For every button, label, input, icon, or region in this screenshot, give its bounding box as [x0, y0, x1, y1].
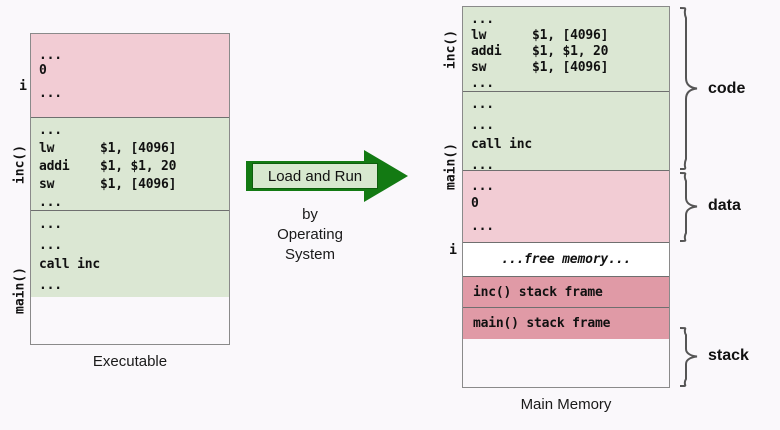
memory-label-inc: inc()	[443, 29, 459, 70]
code-line: addi $1, $1, 20	[39, 159, 177, 174]
executable-label-main: main()	[12, 267, 28, 314]
brace-code-label: code	[708, 80, 746, 97]
brace-stack: stack	[676, 326, 749, 388]
memory-label-i: i	[449, 243, 457, 258]
brace-stack-label: stack	[708, 347, 749, 364]
stack-frame-label: main() stack frame	[473, 316, 611, 331]
brace-stack-shape	[679, 327, 698, 387]
executable-segment-inc: ... lw $1, [4096] addi $1, $1, 20 sw $1,…	[31, 118, 229, 211]
brace-code: code	[676, 6, 745, 171]
code-line: ...	[471, 158, 494, 173]
memory-segment-stack-inc: inc() stack frame	[463, 277, 669, 308]
memory-segment-stack-main: main() stack frame	[463, 308, 669, 339]
code-line: ...	[39, 195, 62, 210]
code-line: call inc	[471, 137, 533, 152]
code-line: ...	[39, 217, 62, 232]
executable-block: ... 0 ... ... lw $1, [4096] addi $1, $1,…	[30, 33, 230, 345]
arrow-label: Load and Run	[252, 163, 378, 189]
brace-data-shape	[679, 172, 698, 242]
memory-segment-free: ...free memory...	[463, 243, 669, 277]
code-line: 0	[39, 63, 47, 78]
free-memory-label: ...free memory...	[501, 252, 631, 267]
main-memory-block: ... lw $1, [4096] addi $1, $1, 20 sw $1,…	[462, 6, 670, 388]
memory-segment-inc: ... lw $1, [4096] addi $1, $1, 20 sw $1,…	[463, 7, 669, 92]
code-line: ...	[471, 12, 494, 27]
brace-data: data	[676, 171, 741, 243]
code-line: ...	[39, 123, 62, 138]
arrow-sublabel-line: System	[284, 246, 335, 263]
brace-data-label: data	[708, 197, 741, 214]
code-line: addi $1, $1, 20	[471, 44, 609, 59]
code-line: ...	[39, 278, 62, 293]
code-line: 0	[471, 196, 479, 211]
arrow-sublabel: by Operating System	[246, 205, 374, 265]
code-line: ...	[39, 48, 62, 63]
arrow-sublabel-line: by	[302, 206, 318, 223]
code-line: ...	[471, 97, 494, 112]
code-line: ...	[471, 179, 494, 194]
stack-frame-label: inc() stack frame	[473, 284, 603, 300]
code-line: ...	[471, 118, 494, 133]
executable-segment-i: ... 0 ...	[31, 34, 229, 118]
code-line: call inc	[39, 257, 101, 272]
code-line: ...	[39, 238, 62, 253]
brace-code-shape	[679, 7, 698, 170]
memory-segment-i: ... 0 ...	[463, 171, 669, 243]
executable-segment-main: ... ... call inc ...	[31, 211, 229, 297]
code-line: lw $1, [4096]	[39, 141, 177, 156]
executable-label-inc: inc()	[12, 144, 28, 185]
code-line: sw $1, [4096]	[39, 177, 177, 192]
memory-label-main: main()	[443, 143, 459, 190]
main-memory-caption: Main Memory	[520, 396, 612, 413]
code-line: lw $1, [4096]	[471, 28, 609, 43]
code-line: ...	[39, 86, 62, 101]
executable-caption: Executable	[92, 353, 168, 370]
code-line: ...	[471, 219, 494, 234]
code-line: ...	[471, 76, 494, 91]
code-line: sw $1, [4096]	[471, 60, 609, 75]
memory-segment-main: ... ... call inc ...	[463, 92, 669, 173]
executable-label-i: i	[19, 79, 27, 94]
arrow-sublabel-line: Operating	[277, 226, 343, 243]
load-and-run-arrow: Load and Run	[246, 150, 408, 210]
